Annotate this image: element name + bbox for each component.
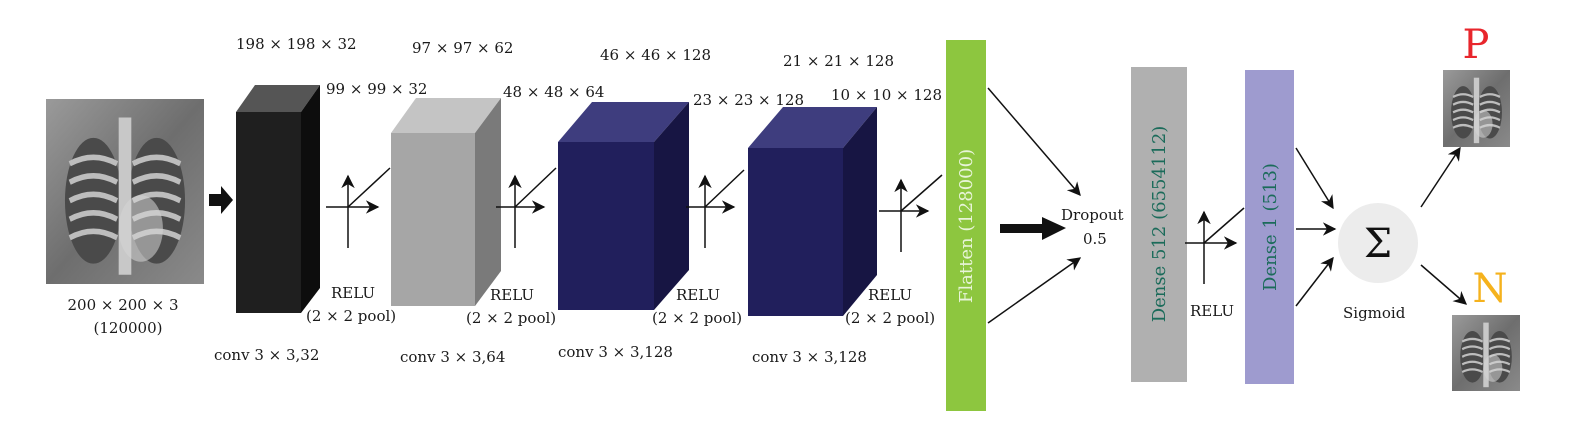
block-2-act-label: RELU — [490, 286, 534, 304]
block-1-top-face — [236, 85, 320, 112]
block-4-front-face — [748, 148, 843, 316]
dense-512-layer: Dense 512 (6554112) — [1131, 67, 1187, 382]
flatten-label: Flatten (128000) — [956, 149, 977, 303]
flatten-to-dropout-arrow-upper — [987, 87, 1081, 197]
block-2-side-face — [475, 98, 501, 306]
block-1-conv-label: conv 3 × 3,32 — [214, 346, 319, 364]
thick-arrow-dropout — [1000, 217, 1066, 240]
block-4-conv-label: conv 3 × 3,128 — [752, 348, 867, 366]
dropout-value: 0.5 — [1083, 230, 1107, 248]
relu-icon-dense — [1185, 207, 1245, 284]
input-arrow — [209, 186, 233, 214]
dense-to-sum-arrow-1 — [1295, 147, 1334, 210]
output-n-xray-image — [1450, 313, 1522, 393]
conv-block-1 — [236, 85, 320, 313]
output-n-label: N — [1473, 266, 1508, 312]
output-p-xray-image — [1441, 68, 1512, 149]
block-4-conv-output: 21 × 21 × 128 — [783, 52, 894, 70]
block-2-front-face — [391, 133, 475, 306]
block-4-pool-label: (2 × 2 pool) — [845, 309, 935, 327]
block-1-side-face — [301, 85, 320, 313]
relu-icon-1 — [326, 167, 391, 248]
dense-act-label: RELU — [1190, 302, 1234, 320]
block-2-pool-label: (2 × 2 pool) — [466, 309, 556, 327]
relu-icon-2 — [496, 167, 557, 248]
block-1-conv-output: 198 × 198 × 32 — [236, 35, 357, 53]
block-3-top-face — [558, 102, 689, 142]
block-1-pool-label: (2 × 2 pool) — [306, 307, 396, 325]
block-3-conv-label: conv 3 × 3,128 — [558, 343, 673, 361]
block-4-act-label: RELU — [868, 286, 912, 304]
block-2-top-face — [391, 98, 501, 133]
conv-block-4 — [748, 107, 877, 316]
block-1-act-label: RELU — [331, 284, 375, 302]
input-xray-image — [46, 99, 204, 284]
block-3-front-face — [558, 142, 654, 310]
dense-to-sum-arrow-3 — [1295, 256, 1334, 307]
output-p-label: P — [1463, 22, 1490, 68]
block-2-conv-label: conv 3 × 3,64 — [400, 348, 505, 366]
flatten-to-dropout-arrow-lower — [987, 257, 1082, 324]
dense-512-label: Dense 512 (6554112) — [1149, 126, 1170, 323]
dense-1-label: Dense 1 (513) — [1260, 163, 1281, 291]
sum-symbol: Σ — [1364, 221, 1392, 267]
conv-block-3 — [558, 102, 689, 310]
relu-icon-3 — [686, 169, 745, 248]
dense-1-layer: Dense 1 (513) — [1245, 70, 1294, 384]
relu-icon-4 — [879, 174, 943, 252]
block-3-side-face — [654, 102, 689, 310]
input-size-label: (120000) — [94, 319, 163, 337]
block-4-pool-output: 10 × 10 × 128 — [831, 86, 942, 104]
conv-block-2 — [391, 98, 501, 306]
block-2-pool-output: 48 × 48 × 64 — [503, 83, 604, 101]
block-1-front-face — [236, 112, 301, 313]
input-dims-label: 200 × 200 × 3 — [67, 296, 178, 314]
block-3-pool-label: (2 × 2 pool) — [652, 309, 742, 327]
sum-to-p-arrow — [1420, 146, 1461, 208]
block-1-pool-output: 99 × 99 × 32 — [326, 80, 427, 98]
block-2-conv-output: 97 × 97 × 62 — [412, 39, 513, 57]
block-4-side-face — [843, 107, 877, 316]
block-3-conv-output: 46 × 46 × 128 — [600, 46, 711, 64]
sigmoid-sum-node: Σ — [1338, 203, 1418, 283]
dropout-label: Dropout — [1061, 206, 1124, 224]
sum-to-n-arrow — [1420, 264, 1468, 305]
block-3-act-label: RELU — [676, 286, 720, 304]
flatten-layer: Flatten (128000) — [946, 40, 986, 411]
sigmoid-label: Sigmoid — [1343, 304, 1406, 322]
block-3-pool-output: 23 × 23 × 128 — [693, 91, 804, 109]
block-4-top-face — [748, 107, 877, 148]
